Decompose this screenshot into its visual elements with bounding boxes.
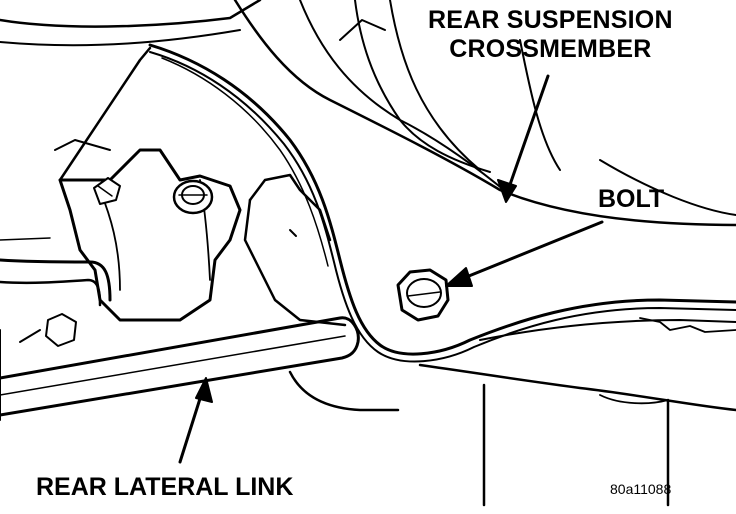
crossmember-label: REAR SUSPENSION CROSSMEMBER <box>428 8 673 62</box>
figure-id: 80a11088 <box>610 481 672 497</box>
main-bolt <box>396 268 450 322</box>
stud-nut <box>19 177 121 347</box>
lower-arm <box>418 317 736 507</box>
crossmember-label-line2: CROSSMEMBER <box>449 35 652 63</box>
lateral-link-leader-arrow <box>178 377 213 464</box>
crossmember-body <box>148 0 736 363</box>
bolt-label: BOLT <box>598 185 665 213</box>
leader-arrows <box>178 74 604 464</box>
upper-bolt <box>172 179 214 215</box>
brake-line <box>0 237 112 307</box>
mount-bracket <box>54 46 347 327</box>
crossmember-label-line1: REAR SUSPENSION <box>428 6 673 34</box>
lateral-link-label: REAR LATERAL LINK <box>36 473 294 501</box>
lateral-link-rod <box>0 316 400 421</box>
bolt-leader-arrow <box>445 220 604 287</box>
crossmember-leader-arrow <box>497 74 550 203</box>
